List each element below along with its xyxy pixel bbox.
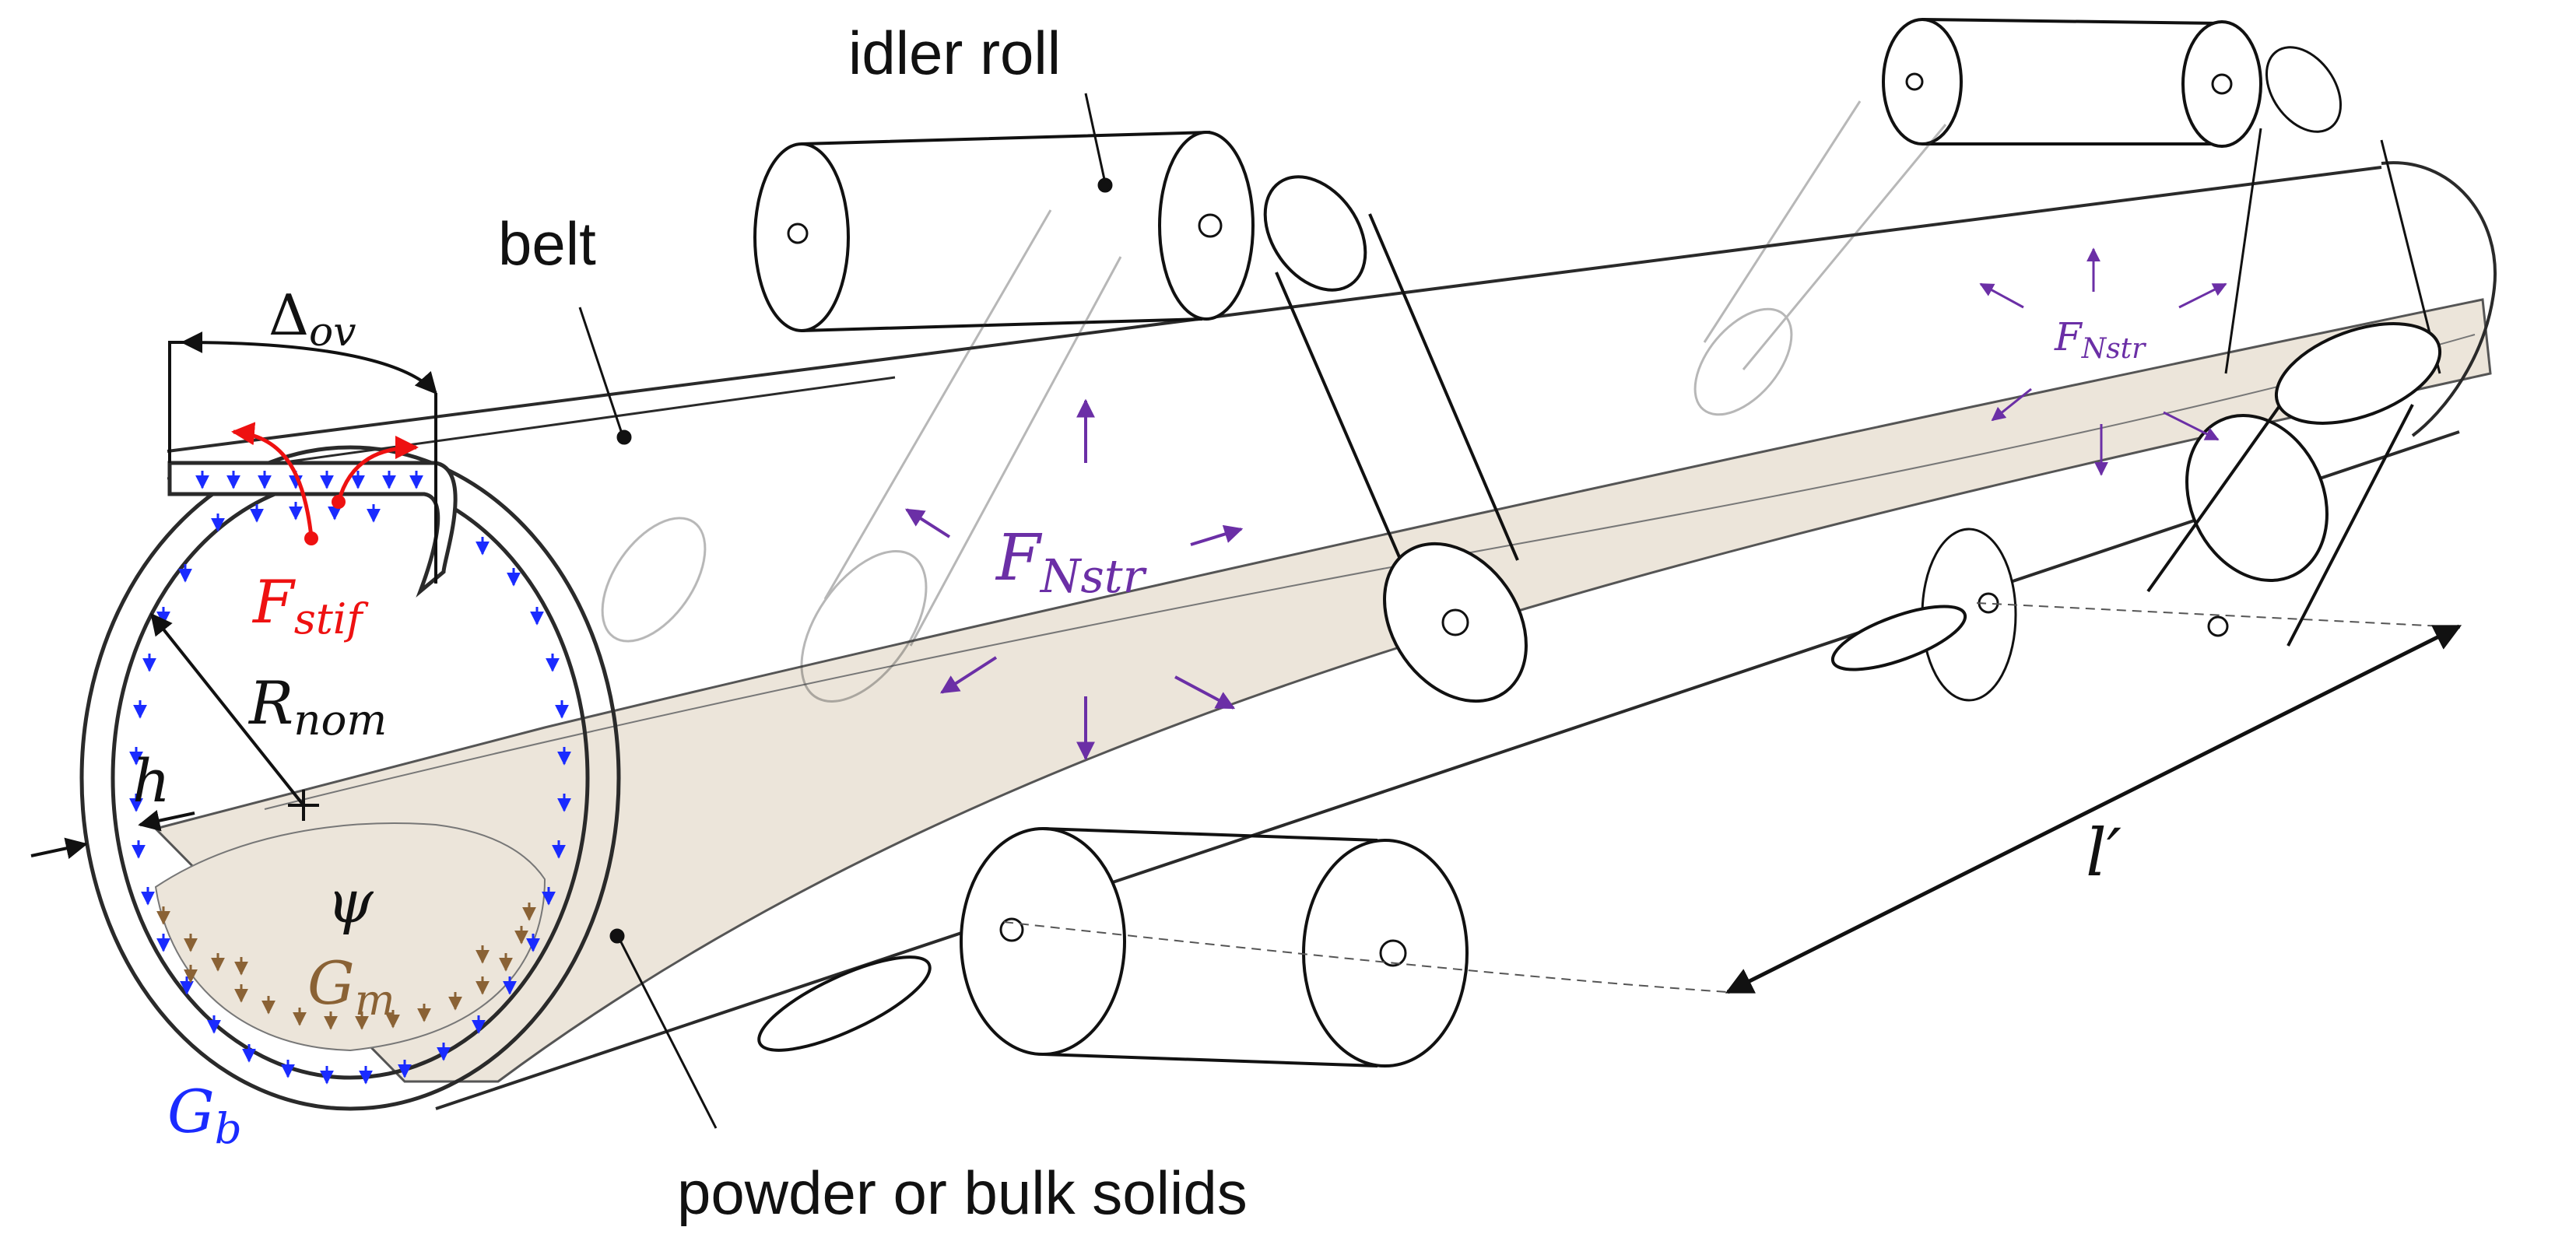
belt-label: belt <box>498 209 596 278</box>
material-gravity-arrows <box>156 903 536 1030</box>
belt-outer-ring <box>79 445 621 1111</box>
overlap-dimension <box>168 331 437 584</box>
normal-force-arrows-back <box>1979 247 2227 476</box>
pipe-top-edge <box>167 166 2382 453</box>
overlap-symbol: Δov <box>268 282 356 356</box>
thickness-dimension <box>30 810 195 859</box>
idler-roll-front-top <box>753 131 1255 332</box>
idler-roll-front-right <box>1263 175 1528 703</box>
fill-angle-symbol: ψ <box>327 867 374 936</box>
radius-line <box>150 612 319 821</box>
material-gravity-symbol: Gm <box>307 948 395 1025</box>
stiffness-symbol: Fstif <box>251 567 369 643</box>
normal-force-arrows-front <box>904 398 1244 761</box>
idler-spacing-symbol: l′ <box>2086 815 2122 891</box>
material-cross-section <box>154 822 546 1052</box>
belt-gravity-symbol: Gb <box>167 1077 242 1153</box>
material-ribbon <box>153 298 2492 1083</box>
idler-roll-front-left <box>601 209 1122 703</box>
thickness-symbol: h <box>132 746 170 815</box>
idler-roll-back-right <box>2146 46 2442 647</box>
leader-lines <box>578 93 1113 1129</box>
stiffness-arrows <box>231 422 419 545</box>
pipe-body <box>153 161 2497 1110</box>
idler-roll-back-left <box>1693 100 1947 416</box>
idler-roll-label: idler roll <box>848 19 1061 87</box>
idler-spacing-dimension <box>1003 602 2462 994</box>
idler-roll-front-bottom-left <box>757 827 1469 1067</box>
pipe-far-end <box>2381 161 2497 437</box>
idler-rolls <box>601 18 2442 1067</box>
pipe-cross-section <box>30 331 621 1111</box>
normal-force-symbol-back: FNstr <box>2054 314 2146 365</box>
normal-force-symbol-front: FNstr <box>995 521 1148 603</box>
material-label: powder or bulk solids <box>677 1159 1248 1227</box>
pipe-bottom-edge <box>435 430 2460 1110</box>
radius-symbol: Rnom <box>247 668 387 745</box>
idler-roll-back-top <box>1882 18 2262 148</box>
idler-roll-back-bottom <box>1830 528 2017 702</box>
belt-overlap-flap <box>167 461 458 598</box>
